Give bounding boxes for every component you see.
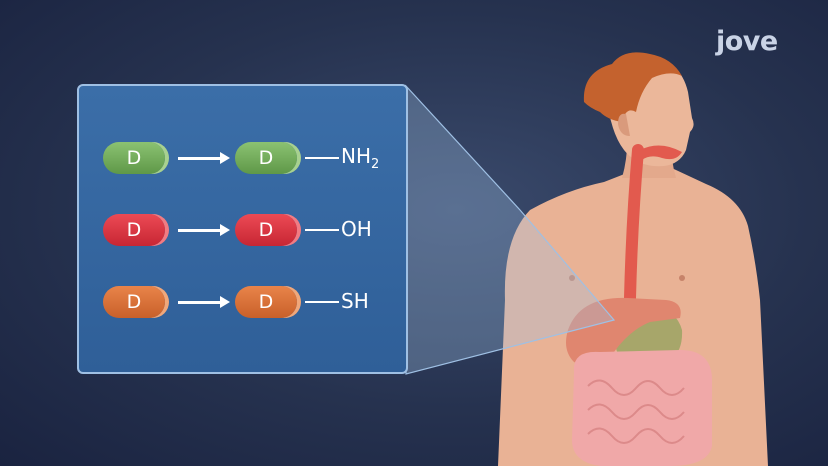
functional-group-label: NH2 xyxy=(341,144,380,172)
bond-line xyxy=(305,229,339,231)
reaction-arrow-icon xyxy=(178,224,230,236)
reaction-arrow-icon xyxy=(178,152,230,164)
drug-substrate-pill: D xyxy=(103,214,165,246)
bond-line xyxy=(305,301,339,303)
reaction-arrow-icon xyxy=(178,296,230,308)
jove-logo: jove xyxy=(716,26,778,57)
reaction-panel: D D NH2 D D OH D D SH xyxy=(77,84,408,374)
drug-product-pill: D xyxy=(235,214,297,246)
functional-group-label: OH xyxy=(341,217,372,241)
drug-product-pill: D xyxy=(235,142,297,174)
drug-substrate-pill: D xyxy=(103,286,165,318)
drug-substrate-pill: D xyxy=(103,142,165,174)
bond-line xyxy=(305,157,339,159)
functional-group-label: SH xyxy=(341,289,369,313)
drug-product-pill: D xyxy=(235,286,297,318)
